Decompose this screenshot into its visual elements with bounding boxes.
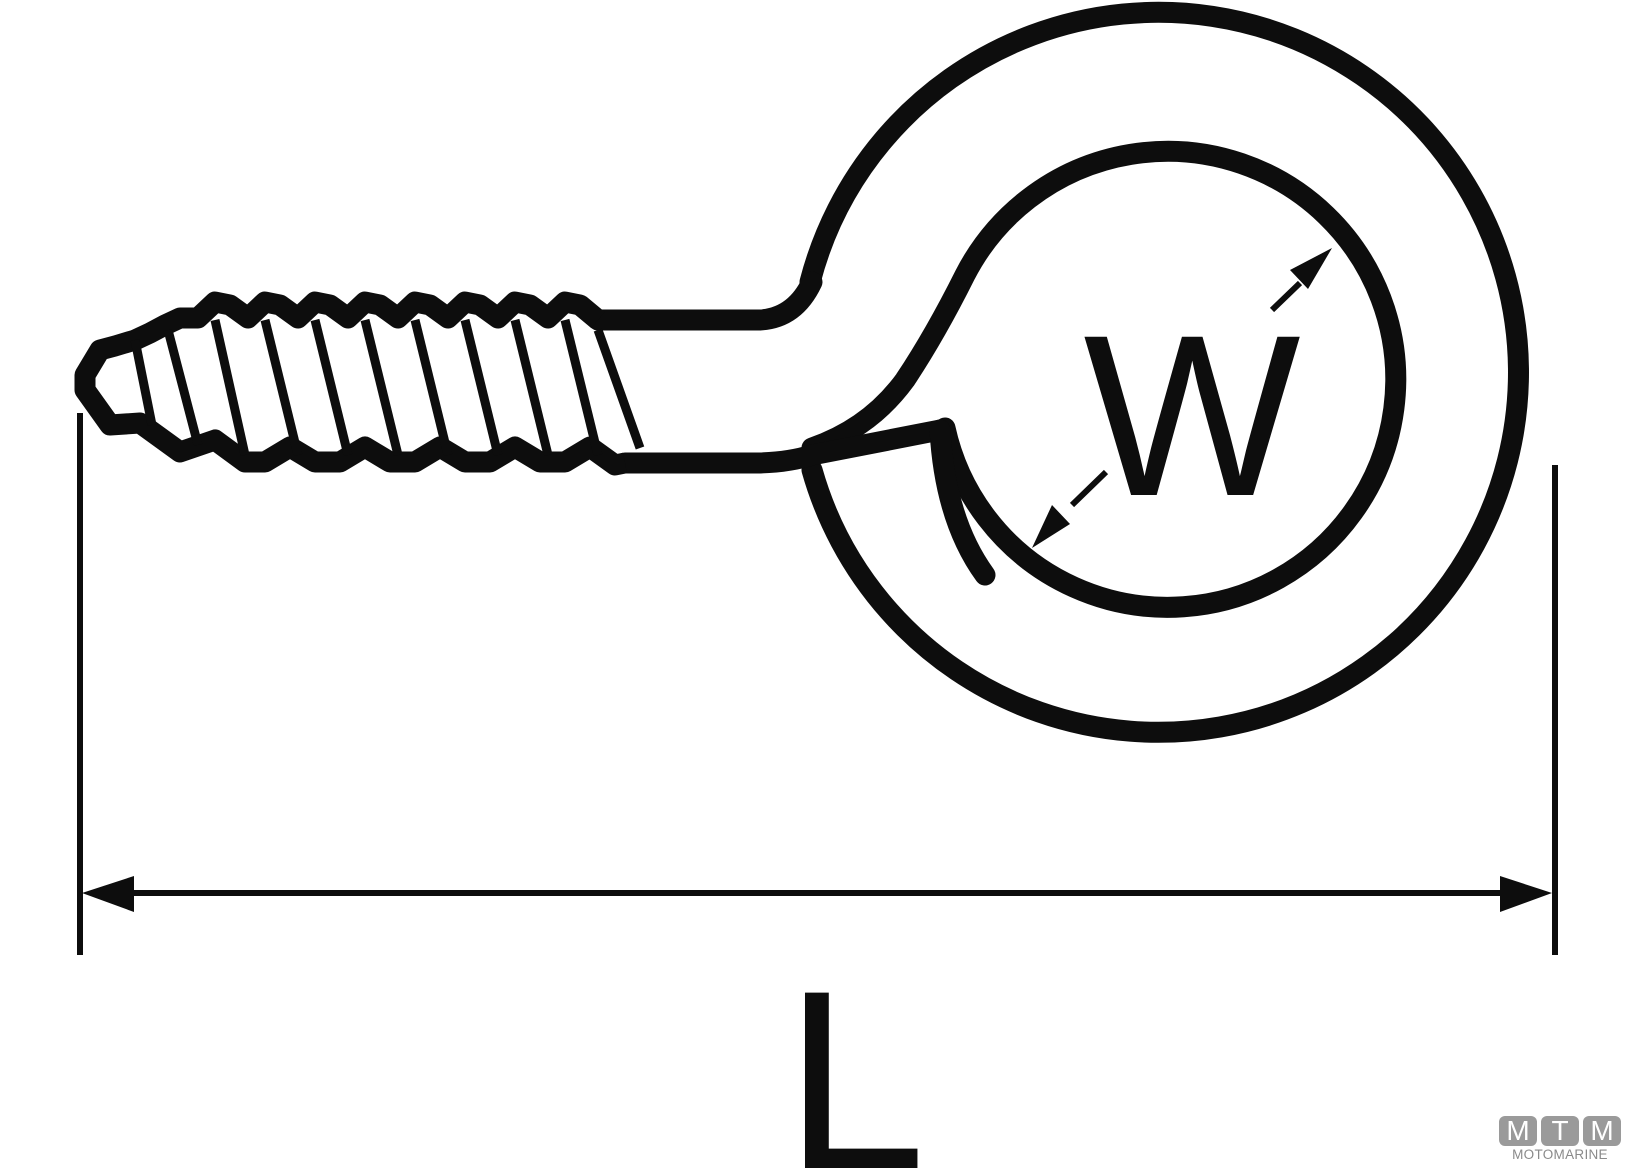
logo-letter: M xyxy=(1583,1116,1621,1146)
width-arrow-upper-shaft xyxy=(1269,280,1303,313)
width-arrow-lower-head xyxy=(1032,505,1070,548)
thread-line xyxy=(510,318,553,457)
width-label: W xyxy=(1083,287,1300,544)
width-dimension: W xyxy=(1032,248,1332,548)
width-arrow-lower-shaft xyxy=(1069,469,1109,508)
logo-subtitle: MOTOMARINE xyxy=(1512,1147,1608,1162)
thread-line xyxy=(260,318,303,457)
thread-line xyxy=(593,328,645,450)
length-dimension: L xyxy=(77,413,1558,1170)
thread-line xyxy=(163,328,203,447)
logo-letter: T xyxy=(1541,1116,1579,1146)
thread-outline xyxy=(74,291,628,476)
thread-line xyxy=(210,319,250,456)
eye-outer-ring xyxy=(799,1,1529,743)
thread-line xyxy=(130,339,157,426)
thread-line xyxy=(410,318,453,457)
thread-line xyxy=(560,318,603,457)
eye-inner-ring xyxy=(801,140,1407,618)
thread-line xyxy=(360,318,403,457)
shank-bottom-edge xyxy=(614,419,951,474)
motomarine-logo: M T M MOTOMARINE xyxy=(1499,1116,1621,1166)
thread-line xyxy=(310,318,353,457)
thread-line xyxy=(460,318,503,457)
logo-letter-row: M T M xyxy=(1499,1116,1621,1146)
width-arrow-upper-head xyxy=(1290,248,1332,289)
shank-top-edge xyxy=(587,271,823,331)
length-arrow-right xyxy=(1500,876,1552,912)
eye-tip xyxy=(929,419,996,586)
length-arrow-left xyxy=(82,876,134,912)
length-label: L xyxy=(784,938,926,1170)
thread-section xyxy=(74,291,645,476)
logo-letter: M xyxy=(1499,1116,1537,1146)
